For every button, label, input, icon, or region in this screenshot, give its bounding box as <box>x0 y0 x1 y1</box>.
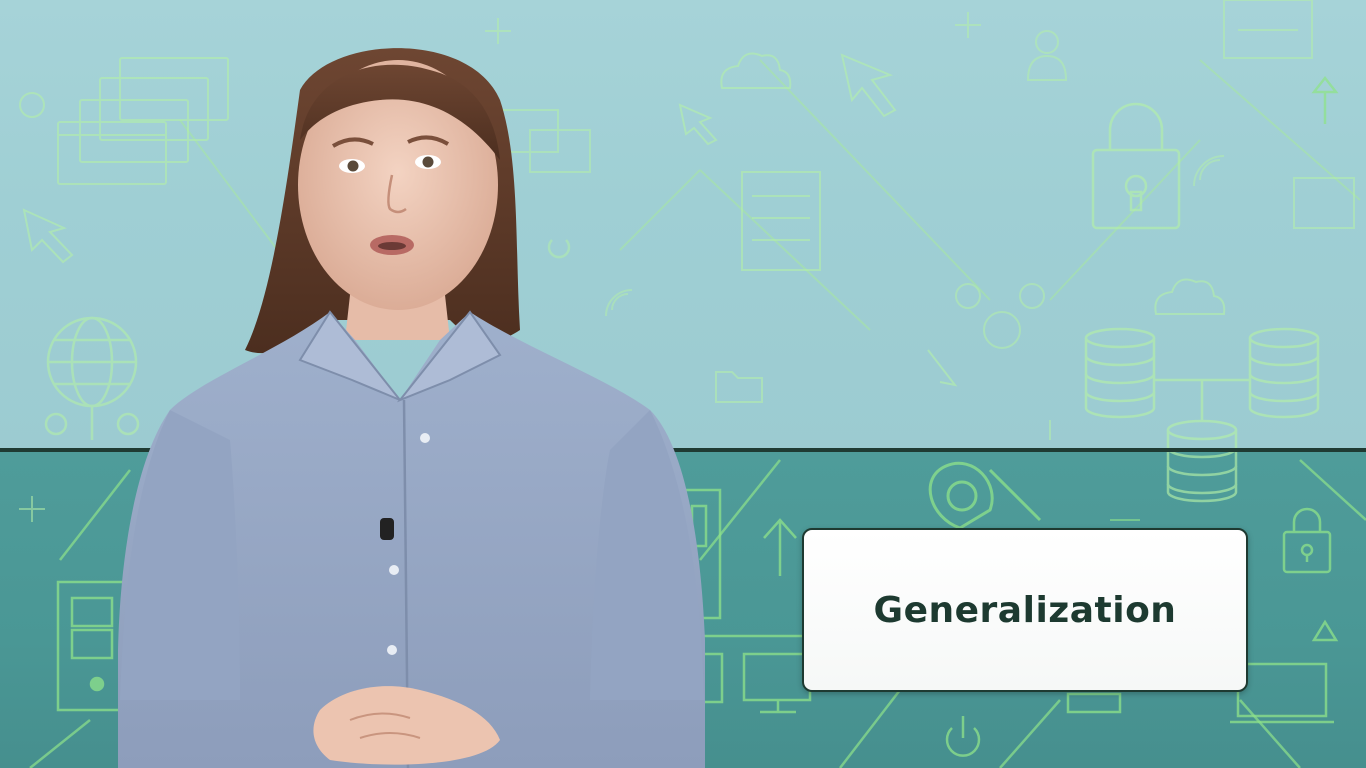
presenter-face <box>298 60 498 310</box>
plus-marks <box>19 12 1051 522</box>
panel-divider <box>0 448 1366 452</box>
padlock-icon <box>1282 507 1332 574</box>
title-card-text: Generalization <box>873 589 1177 631</box>
presenter-hands <box>313 686 500 765</box>
server-rack-icon <box>741 171 821 271</box>
lower-third-title-card: Generalization <box>802 528 1248 692</box>
globe-icon <box>44 316 140 440</box>
database-icon <box>1084 327 1320 503</box>
location-pin-icon <box>928 461 1042 530</box>
servers-icon <box>19 57 229 185</box>
power-icon <box>547 239 981 757</box>
arrow-up-icon <box>763 75 1339 642</box>
cursor-icon <box>22 53 958 387</box>
user-icon <box>1026 30 1068 81</box>
folder-icon <box>715 283 1045 403</box>
cloud-icon <box>720 52 1226 315</box>
lock-icon <box>1091 102 1181 230</box>
wifi-icon <box>605 155 1225 317</box>
presenter-shirt <box>118 312 705 768</box>
